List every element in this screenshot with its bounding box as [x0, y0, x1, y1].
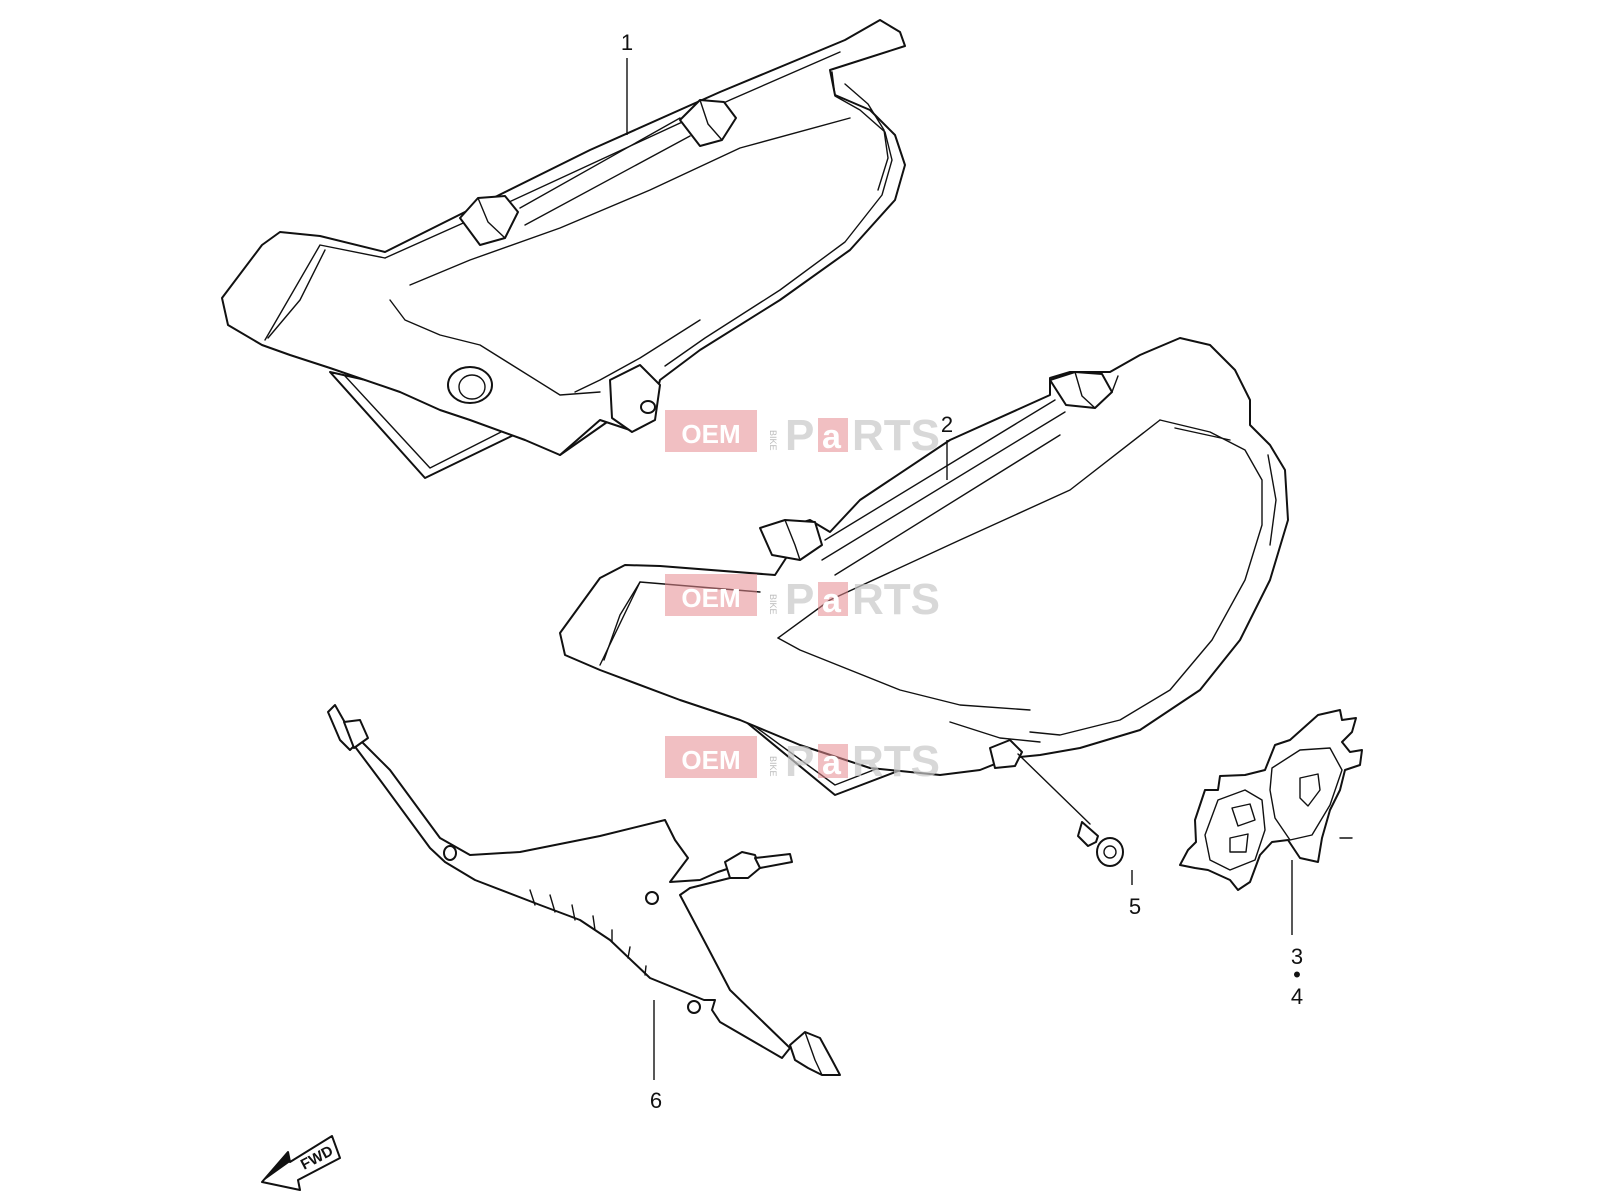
side-cover-lower[interactable]	[559, 337, 1289, 796]
screw[interactable]	[1017, 753, 1124, 867]
watermark-3: OEM BIKE P a RTS	[665, 736, 940, 786]
svg-text:RTS: RTS	[852, 575, 940, 624]
callout-3: 3	[1291, 944, 1303, 969]
svg-text:P: P	[785, 575, 814, 624]
callout-1: 1	[621, 30, 633, 55]
svg-text:BIKE: BIKE	[768, 430, 778, 451]
svg-text:OEM: OEM	[681, 419, 740, 449]
svg-text:BIKE: BIKE	[768, 756, 778, 777]
callout-6: 6	[650, 1088, 662, 1113]
side-cover-upper[interactable]	[221, 19, 906, 479]
watermark-1: OEM BIKE P a RTS	[665, 410, 940, 460]
callout-separator: •	[1293, 962, 1301, 987]
leader-lines	[626, 58, 1293, 1080]
svg-text:RTS: RTS	[852, 737, 940, 786]
callout-4: 4	[1291, 984, 1303, 1009]
emblem-decal[interactable]	[1179, 709, 1363, 891]
svg-text:P: P	[785, 737, 814, 786]
bracket-stay[interactable]	[327, 704, 841, 1076]
svg-text:a: a	[822, 582, 842, 620]
watermark-2: OEM BIKE P a RTS	[665, 574, 940, 624]
callout-5: 5	[1129, 894, 1141, 919]
svg-text:OEM: OEM	[681, 583, 740, 613]
svg-text:RTS: RTS	[852, 411, 940, 460]
callouts: 1 2 3 • 4 5 6	[621, 30, 1303, 1113]
svg-text:a: a	[822, 744, 842, 782]
svg-text:BIKE: BIKE	[768, 594, 778, 615]
callout-2: 2	[941, 412, 953, 437]
svg-text:OEM: OEM	[681, 745, 740, 775]
svg-text:a: a	[822, 418, 842, 456]
fwd-arrow-icon: FWD	[261, 1135, 341, 1191]
svg-text:P: P	[785, 411, 814, 460]
